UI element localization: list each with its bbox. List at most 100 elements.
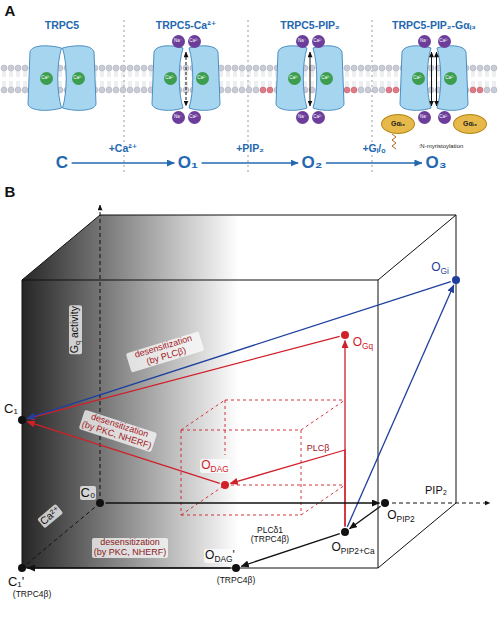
state-name: C₁ bbox=[3, 402, 19, 416]
lipid-tail bbox=[19, 81, 20, 87]
ion-name: Ca²⁺ bbox=[197, 76, 207, 81]
lipid-head bbox=[365, 87, 371, 93]
lipid-tail bbox=[430, 81, 431, 87]
lipid-tail bbox=[101, 81, 102, 87]
ion: Na⁺ bbox=[172, 35, 185, 48]
lipid-head bbox=[8, 65, 14, 71]
lipid-head bbox=[491, 65, 497, 71]
lipid-tail bbox=[374, 81, 375, 87]
lipid-head bbox=[484, 65, 490, 71]
lipid-tail bbox=[271, 71, 272, 77]
lipid-tail bbox=[5, 81, 6, 87]
lipid-tail bbox=[313, 81, 314, 87]
lipid-tail bbox=[129, 71, 130, 77]
lipid-head bbox=[232, 87, 238, 93]
channel-subunit bbox=[400, 46, 431, 111]
lipid-head bbox=[120, 87, 126, 93]
lipid-head bbox=[386, 65, 392, 71]
lipid-head bbox=[141, 87, 147, 93]
transition-label: PLCδ1 (TRPC4β) bbox=[247, 526, 293, 545]
lipid-tail bbox=[472, 71, 473, 77]
subspace-edge bbox=[181, 430, 301, 431]
lipid-tail bbox=[117, 71, 118, 77]
cube-edge bbox=[378, 215, 456, 280]
lipid-tail bbox=[395, 81, 396, 87]
lipid-tail bbox=[103, 71, 104, 77]
lipid-tail bbox=[59, 71, 60, 77]
lipid-tail bbox=[362, 71, 363, 77]
state-name: O₁ bbox=[178, 154, 198, 173]
channel-subunit bbox=[152, 46, 183, 111]
transition-label: +PIP₂ bbox=[235, 143, 265, 155]
protein-name: Gαᵢ₃ bbox=[391, 120, 405, 128]
lipid-head bbox=[141, 65, 147, 71]
lipid-head bbox=[225, 87, 231, 93]
lipid-head bbox=[358, 65, 364, 71]
lipid-head bbox=[232, 65, 238, 71]
lipid-tail bbox=[355, 71, 356, 77]
channel-subunit bbox=[63, 46, 97, 111]
lipid-head bbox=[379, 65, 385, 71]
lipid-head bbox=[225, 65, 231, 71]
state-point: C₁ bbox=[18, 416, 26, 424]
lipid-tail bbox=[229, 81, 230, 87]
calcium-site: Ca²⁺ bbox=[40, 72, 53, 85]
lipid-tail bbox=[367, 81, 368, 87]
ion-name: Ca²⁺ bbox=[413, 76, 423, 81]
lipid-tail bbox=[367, 71, 368, 77]
lipid-tail bbox=[306, 81, 307, 87]
lipid-head bbox=[1, 65, 7, 71]
axis-line bbox=[385, 503, 490, 504]
label-holder: :N-myristoylation bbox=[419, 143, 464, 150]
label-holder: (TRPC4β) bbox=[12, 590, 52, 599]
ion: Ca²⁺ bbox=[188, 35, 201, 48]
lipid-tail bbox=[369, 71, 370, 77]
lipid-tail bbox=[488, 81, 489, 87]
label-holder: C₀ bbox=[80, 486, 97, 500]
ion: Na⁺ bbox=[296, 35, 309, 48]
transition-label: desensitization (by PLCβ) bbox=[126, 331, 204, 372]
lipid-tail bbox=[313, 71, 314, 77]
column-header: TRPC5-PIP₂ bbox=[280, 20, 340, 32]
label-holder: TRPC5-PIP₂ bbox=[280, 20, 340, 32]
lipid-head bbox=[491, 87, 497, 93]
lipid-tail bbox=[250, 71, 251, 77]
lipid-tail bbox=[474, 81, 475, 87]
lipid-tail bbox=[481, 81, 482, 87]
ion-name: Na⁺ bbox=[174, 115, 182, 120]
lipid-tail bbox=[17, 81, 18, 87]
lipid-head bbox=[484, 87, 490, 93]
state-name: OPIP2 bbox=[386, 509, 416, 524]
label-holder: (TRPC4β) bbox=[216, 576, 256, 585]
transition-label: +Ca²⁺ bbox=[108, 143, 139, 155]
label-holder: PLCδ1 (TRPC4β) bbox=[247, 526, 293, 545]
lipid-tail bbox=[124, 71, 125, 77]
lipid-tail bbox=[488, 71, 489, 77]
lipid-tail bbox=[234, 81, 235, 87]
lipid-tail bbox=[115, 71, 116, 77]
subscript: PIP2 bbox=[397, 513, 415, 523]
channel-subunit bbox=[28, 46, 62, 111]
lipid-tail bbox=[129, 81, 130, 87]
lipid-tail bbox=[348, 71, 349, 77]
label-holder: desensitization (by PLCβ) bbox=[126, 331, 204, 372]
transition-arrow bbox=[72, 162, 175, 163]
lipid-tail bbox=[108, 81, 109, 87]
channel-subunit bbox=[313, 46, 344, 111]
lipid-tail bbox=[236, 81, 237, 87]
lipid-head bbox=[127, 65, 133, 71]
transition-arrow bbox=[202, 162, 298, 163]
calcium-site: Ca²⁺ bbox=[196, 72, 209, 85]
lipid-head bbox=[253, 87, 259, 93]
subscript: Gi bbox=[440, 265, 448, 275]
lipid-head bbox=[393, 65, 399, 71]
subspace-edge bbox=[225, 400, 226, 455]
ion-name: Ca²⁺ bbox=[189, 115, 199, 120]
ion-name: Na⁺ bbox=[420, 115, 428, 120]
lipid-tail bbox=[388, 81, 389, 87]
lipid-head bbox=[372, 87, 378, 93]
lipid-tail bbox=[481, 71, 482, 77]
lipid-tail bbox=[145, 81, 146, 87]
lipid-tail bbox=[145, 71, 146, 77]
lipid-tail bbox=[269, 81, 270, 87]
